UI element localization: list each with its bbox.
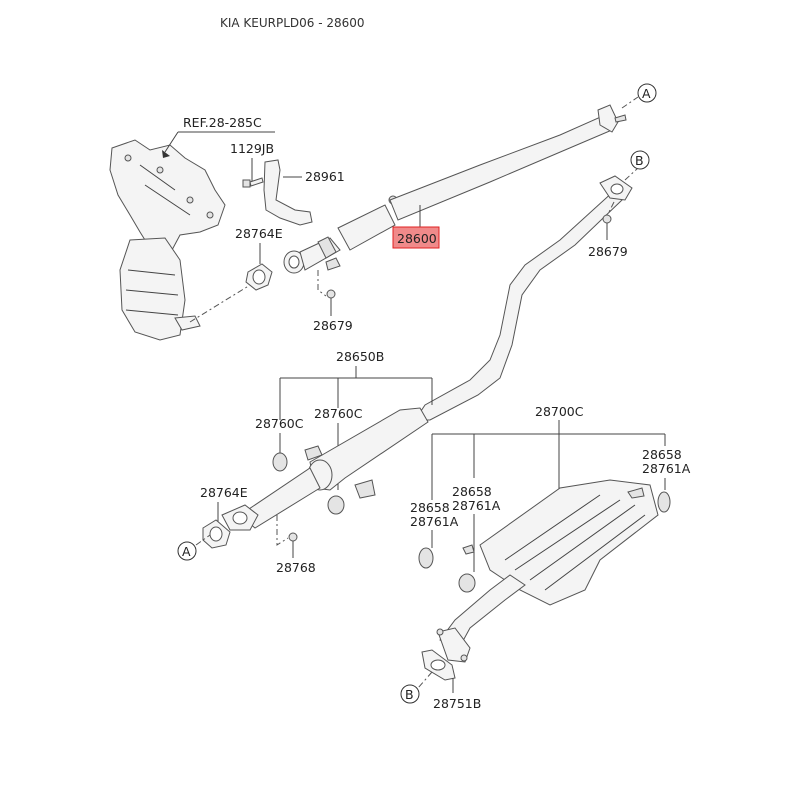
nut-28768[interactable] bbox=[288, 532, 298, 542]
hanger-28760C-left[interactable] bbox=[272, 452, 288, 472]
ref-label[interactable]: REF.28-285C bbox=[183, 115, 262, 130]
label-hanger-mid-b[interactable]: 28761A bbox=[452, 498, 501, 513]
intermediate-pipe[interactable] bbox=[414, 175, 633, 421]
svg-text:B: B bbox=[405, 687, 414, 702]
nut-28679-right[interactable] bbox=[602, 214, 612, 224]
pipe-to-A-line bbox=[621, 96, 639, 109]
label-28764E-bottom[interactable]: 28764E bbox=[200, 485, 248, 500]
rear-muffler-28700C[interactable] bbox=[436, 479, 659, 663]
label-28760C-left[interactable]: 28760C bbox=[255, 416, 304, 431]
gasket-28751B[interactable] bbox=[421, 649, 456, 681]
label-28760C-mid[interactable]: 28760C bbox=[314, 406, 363, 421]
label-1129JB[interactable]: 1129JB bbox=[230, 141, 274, 156]
hanger-right[interactable] bbox=[657, 491, 671, 513]
connector-A-bottom[interactable]: A bbox=[177, 541, 197, 561]
center-muffler-28650B[interactable] bbox=[221, 407, 429, 531]
gasket-28764E-top[interactable] bbox=[245, 263, 273, 291]
catalytic-converter[interactable] bbox=[119, 237, 201, 341]
label-28764E-top[interactable]: 28764E bbox=[235, 226, 283, 241]
label-hanger-right-b[interactable]: 28761A bbox=[642, 461, 691, 476]
label-28600: 28600 bbox=[397, 231, 437, 246]
connector-B-top[interactable]: B bbox=[630, 150, 650, 170]
ref-label-group[interactable]: REF.28-285C bbox=[162, 115, 275, 158]
front-pipe-28600[interactable] bbox=[283, 104, 627, 274]
label-28679-left[interactable]: 28679 bbox=[313, 318, 353, 333]
bracket-28961[interactable] bbox=[263, 159, 313, 226]
svg-text:B: B bbox=[635, 153, 644, 168]
connector-A-top[interactable]: A bbox=[637, 83, 657, 103]
label-28961[interactable]: 28961 bbox=[305, 169, 345, 184]
label-hanger-left-b[interactable]: 28761A bbox=[410, 514, 459, 529]
bolt-1129JB[interactable] bbox=[242, 177, 264, 188]
ref-arrow-icon bbox=[162, 150, 170, 158]
hanger-mid[interactable] bbox=[458, 573, 476, 593]
label-hanger-left-a[interactable]: 28658 bbox=[410, 500, 450, 515]
connector-B-bottom[interactable]: B bbox=[400, 684, 420, 704]
gasket-28764E-bottom[interactable] bbox=[202, 519, 231, 549]
manifold-to-gasket-line bbox=[189, 281, 256, 323]
part-28600-highlight[interactable]: 28600 bbox=[392, 226, 440, 249]
svg-text:A: A bbox=[642, 86, 651, 101]
label-hanger-mid-a[interactable]: 28658 bbox=[452, 484, 492, 499]
label-28650B[interactable]: 28650B bbox=[336, 349, 384, 364]
svg-text:A: A bbox=[182, 544, 191, 559]
label-28751B[interactable]: 28751B bbox=[433, 696, 481, 711]
label-hanger-right-a[interactable]: 28658 bbox=[642, 447, 682, 462]
diagram-title: KIA KEURPLD06 - 28600 bbox=[220, 16, 365, 30]
hanger-28760C-mid[interactable] bbox=[327, 495, 345, 515]
label-28768[interactable]: 28768 bbox=[276, 560, 316, 575]
nut-28679-left[interactable] bbox=[326, 289, 336, 299]
label-28700C[interactable]: 28700C bbox=[535, 404, 584, 419]
label-28679-right[interactable]: 28679 bbox=[588, 244, 628, 259]
exhaust-manifold[interactable] bbox=[109, 139, 226, 256]
hanger-left[interactable] bbox=[418, 547, 434, 569]
